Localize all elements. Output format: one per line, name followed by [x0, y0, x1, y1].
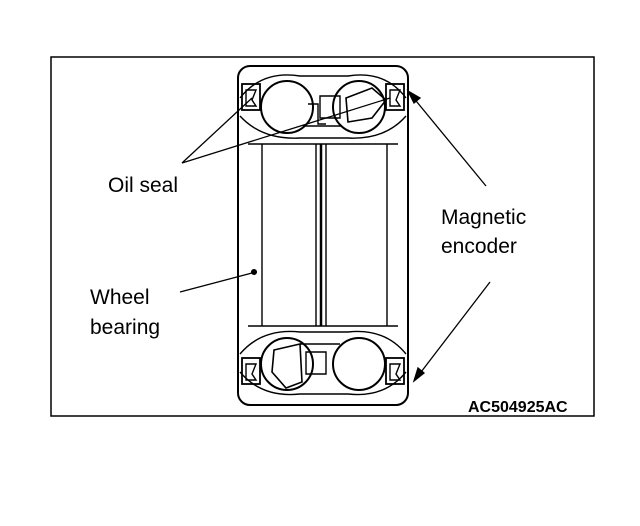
leader-lines [179, 89, 491, 383]
magnetic-encoder-label-line2: encoder [441, 235, 517, 258]
oil-seal-label: Oil seal [108, 174, 178, 197]
magnetic-encoder-label-line1: Magnetic [441, 206, 526, 229]
bearing-cross-section [237, 65, 409, 406]
figure-frame [50, 56, 595, 417]
wheel-bearing-label-line2: bearing [90, 316, 160, 339]
wheel-bearing-label-line1: Wheel [90, 286, 150, 309]
figure-code: AC504925AC [468, 399, 568, 416]
